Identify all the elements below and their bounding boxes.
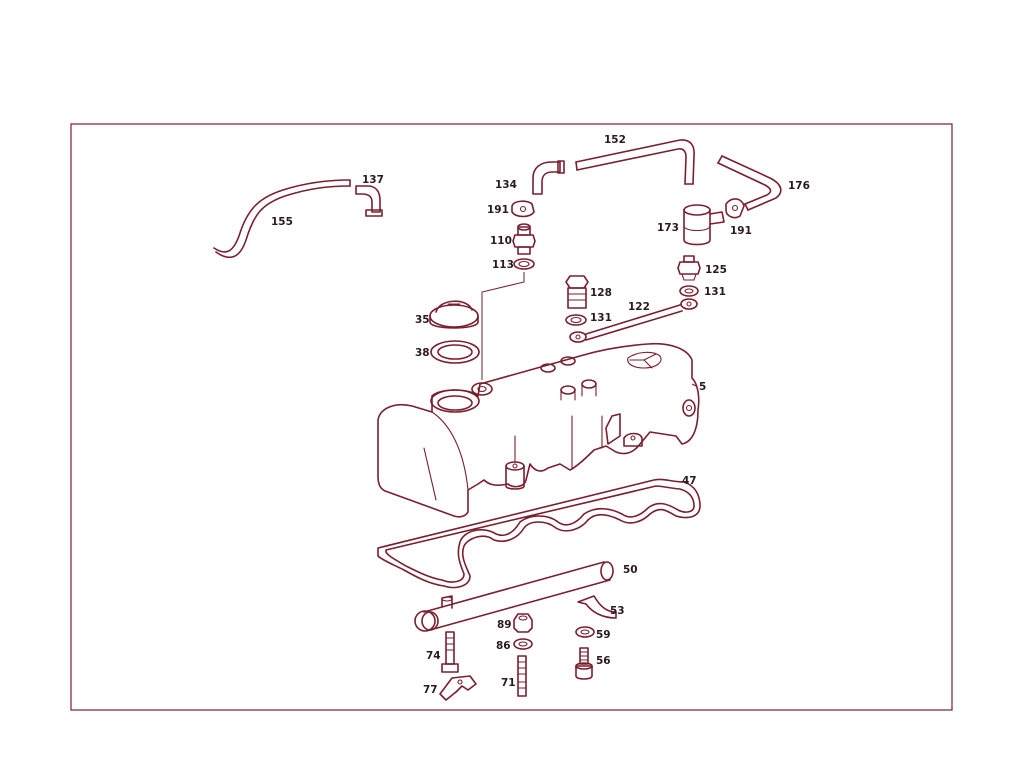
label-128: 128 xyxy=(590,287,612,299)
elbow-137[interactable] xyxy=(355,185,383,217)
cylinder-head-cover-5[interactable] xyxy=(377,342,700,518)
label-155: 155 xyxy=(271,216,293,228)
nut-89[interactable] xyxy=(513,613,533,633)
bracket-53[interactable] xyxy=(577,595,617,619)
label-89: 89 xyxy=(497,619,512,631)
label-152: 152 xyxy=(604,134,626,146)
bolt-74[interactable] xyxy=(441,631,459,673)
stud-71[interactable] xyxy=(517,655,527,697)
valve-110[interactable] xyxy=(512,223,536,255)
label-137: 137 xyxy=(362,174,384,186)
valve-125[interactable] xyxy=(677,255,701,281)
label-173: 173 xyxy=(657,222,679,234)
leader-5 xyxy=(691,383,697,387)
label-125: 125 xyxy=(705,264,727,276)
washer-113[interactable] xyxy=(513,258,535,270)
label-77: 77 xyxy=(423,684,438,696)
label-56: 56 xyxy=(596,655,611,667)
tube-50[interactable] xyxy=(414,561,614,632)
clip-77[interactable] xyxy=(439,675,477,701)
label-35: 35 xyxy=(415,314,430,326)
label-122: 122 xyxy=(628,301,650,313)
label-5: 5 xyxy=(699,381,706,393)
label-134: 134 xyxy=(495,179,517,191)
gasket-47[interactable] xyxy=(377,478,701,589)
label-47: 47 xyxy=(682,475,697,487)
label-71: 71 xyxy=(501,677,516,689)
clamp-191-right[interactable] xyxy=(725,198,745,219)
hose-155[interactable] xyxy=(213,179,351,259)
washer-86[interactable] xyxy=(513,638,533,650)
label-191-right: 191 xyxy=(730,225,752,237)
hose-152[interactable] xyxy=(575,139,695,185)
line-122[interactable] xyxy=(569,298,698,343)
leader-113-to-cover xyxy=(481,272,525,380)
label-38: 38 xyxy=(415,347,430,359)
label-131-upper: 131 xyxy=(704,286,726,298)
label-110: 110 xyxy=(490,235,512,247)
label-86: 86 xyxy=(496,640,511,652)
label-176: 176 xyxy=(788,180,810,192)
label-191-left: 191 xyxy=(487,204,509,216)
diagram-frame xyxy=(70,123,953,711)
label-131-lower: 131 xyxy=(590,312,612,324)
label-53: 53 xyxy=(610,605,625,617)
washer-131-lower[interactable] xyxy=(565,314,587,326)
label-59: 59 xyxy=(596,629,611,641)
bolt-128[interactable] xyxy=(565,275,589,309)
screw-56[interactable] xyxy=(575,647,593,680)
oil-cap-35[interactable] xyxy=(429,300,479,329)
fitting-173[interactable] xyxy=(683,204,725,246)
label-50: 50 xyxy=(623,564,638,576)
elbow-134[interactable] xyxy=(532,160,565,195)
label-113: 113 xyxy=(492,259,514,271)
hose-176[interactable] xyxy=(717,155,782,211)
label-74: 74 xyxy=(426,650,441,662)
clamp-191-left[interactable] xyxy=(511,200,535,218)
spring-washer-59[interactable] xyxy=(575,626,595,638)
callout-labels: 137 155 152 134 176 191 191 173 110 113 … xyxy=(271,134,810,696)
washer-131-upper[interactable] xyxy=(679,285,699,297)
seal-38[interactable] xyxy=(430,340,480,364)
